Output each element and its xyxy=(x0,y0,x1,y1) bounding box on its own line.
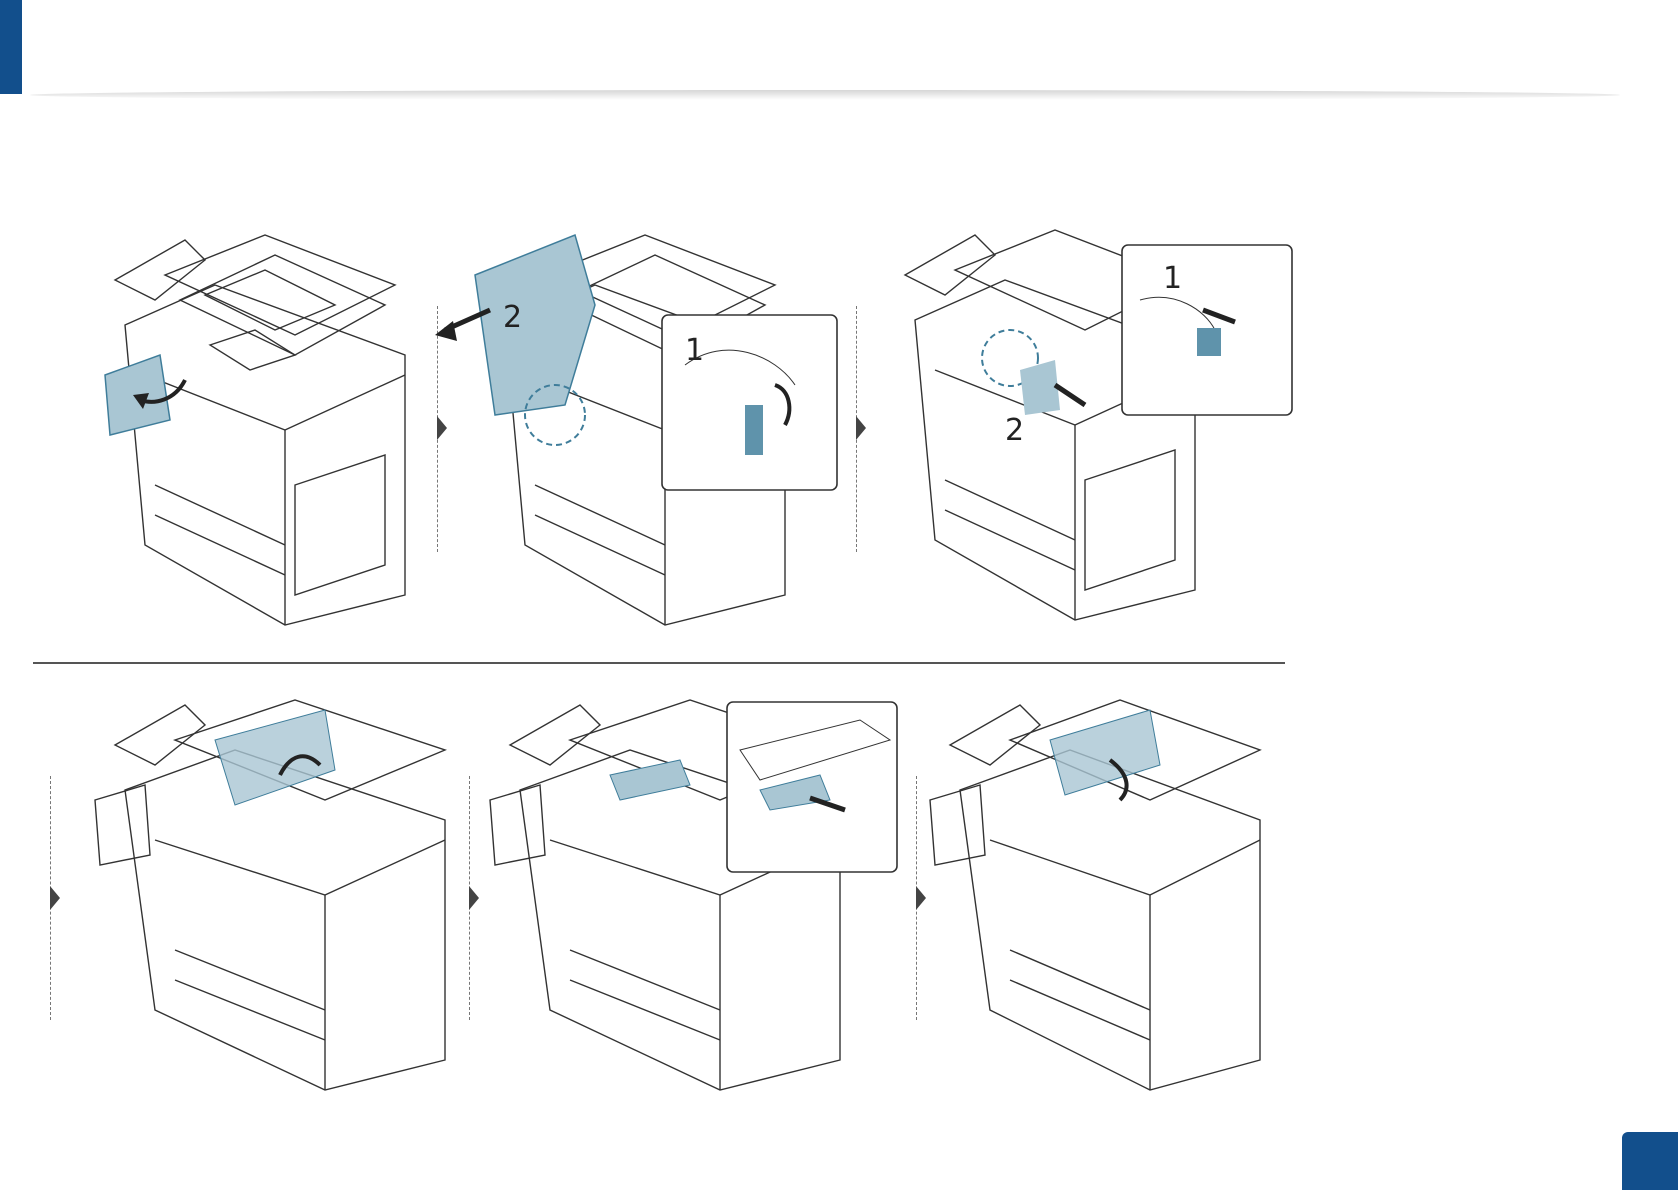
step-arrow-icon xyxy=(50,886,60,910)
callout-number: 1 xyxy=(685,333,704,368)
printer-drawing: 2 1 xyxy=(455,215,845,625)
row-divider xyxy=(33,662,1285,664)
illustration-panel-1 xyxy=(95,215,425,625)
header-rule xyxy=(30,90,1620,100)
callout-number: 2 xyxy=(503,300,522,335)
printer-drawing: 2 1 xyxy=(885,210,1295,625)
page-number-badge xyxy=(1622,1132,1678,1190)
chapter-tab xyxy=(0,0,22,94)
step-arrow-icon xyxy=(916,886,926,910)
printer-drawing xyxy=(490,680,910,1090)
printer-drawing xyxy=(95,680,475,1090)
printer-drawing xyxy=(95,215,425,625)
illustration-panel-6 xyxy=(930,680,1280,1090)
printer-drawing xyxy=(930,680,1280,1090)
callout-number: 2 xyxy=(1005,413,1024,448)
callout-number: 1 xyxy=(1163,261,1182,296)
illustration-panel-5 xyxy=(490,680,910,1090)
illustration-panel-3: 2 1 xyxy=(885,210,1295,625)
illustration-panel-2: 2 1 xyxy=(455,215,845,625)
step-arrow-icon xyxy=(856,416,866,440)
step-arrow-icon xyxy=(437,416,447,440)
illustration-panel-4 xyxy=(95,680,475,1090)
